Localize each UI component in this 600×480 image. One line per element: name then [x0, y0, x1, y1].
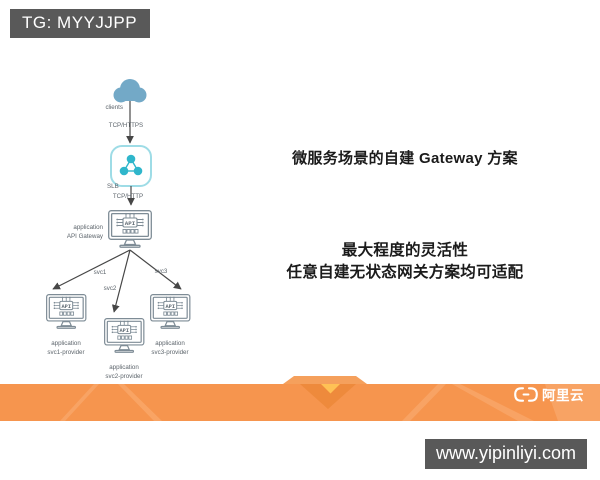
- svc3-label-line1: application: [155, 340, 185, 347]
- banner-diagonal-decor: [60, 384, 600, 421]
- cloud-icon: [113, 79, 147, 103]
- headline-title: 微服务场景的自建 Gateway 方案: [292, 150, 518, 167]
- slb-label: SLB: [107, 183, 119, 190]
- api-gateway-icon: [108, 210, 152, 248]
- edge-label-svc2: svc2: [104, 285, 117, 292]
- callout-block: 最大程度的灵活性 任意自建无状态网关方案均可适配: [255, 240, 555, 284]
- edge-label-svc3: svc3: [155, 268, 168, 275]
- banner-bump-shape: [283, 376, 367, 384]
- arrow-gateway-to-svc1: [52, 249, 131, 290]
- callout-line1: 最大程度的灵活性: [341, 242, 469, 259]
- gateway-label-line1: application: [73, 224, 103, 231]
- brand-name: 阿里云: [542, 388, 584, 403]
- edge-label-tcp-http: TCP/HTTP: [113, 193, 143, 200]
- gateway-label-line2: API Gateway: [67, 233, 104, 240]
- alibaba-cloud-brand: 阿里云: [514, 386, 584, 403]
- callout-line2: 任意自建无状态网关方案均可适配: [286, 264, 524, 281]
- architecture-diagram: API clients TCP/HTTPS: [46, 79, 191, 380]
- watermark-bottom-tag: www.yipinliyi.com: [424, 439, 587, 469]
- svc2-label-line1: application: [109, 364, 139, 371]
- svc1-label-line1: application: [51, 340, 81, 347]
- load-balancer-icon: [110, 145, 152, 187]
- provider-icon-svc3: [150, 294, 191, 329]
- banner-background: [0, 384, 600, 421]
- clients-label: clients: [105, 104, 123, 111]
- watermark-top-tag: TG: MYYJJPP: [10, 9, 151, 38]
- svc1-label-line2: svc1-provider: [47, 349, 84, 356]
- arrow-gateway-to-svc2: [111, 249, 131, 313]
- provider-icon-svc2: [104, 318, 145, 353]
- banner-triangle-shape: [321, 384, 340, 394]
- alibaba-cloud-logo-icon: [514, 386, 538, 402]
- footer-banner: [0, 376, 600, 421]
- edge-label-tcp-https: TCP/HTTPS: [109, 122, 143, 129]
- edge-label-svc1: svc1: [94, 269, 107, 276]
- svc3-label-line2: svc3-provider: [151, 349, 188, 356]
- provider-icon-svc1: [46, 294, 87, 329]
- arrow-gateway-to-svc3: [129, 249, 182, 290]
- banner-chevron-shape: [300, 384, 356, 409]
- svc2-label-line2: svc2-provider: [105, 373, 142, 380]
